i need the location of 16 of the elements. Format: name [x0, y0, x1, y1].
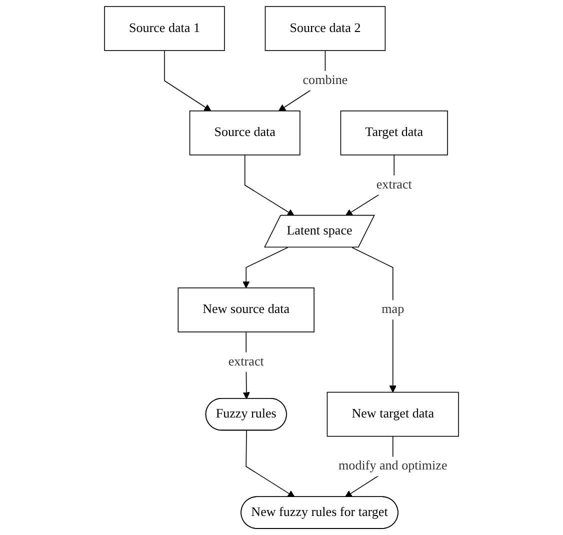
node-box: Source data 2	[264, 6, 386, 51]
arrow	[352, 247, 396, 393]
edge-label: modify and optimize	[338, 459, 448, 474]
node-box: Source data	[189, 110, 300, 156]
arrow	[244, 154, 294, 216]
node-box: New target data	[326, 392, 459, 437]
node-box: Source data 1	[104, 6, 225, 51]
edge-label: map	[382, 302, 404, 316]
edge-label: extract	[228, 354, 264, 369]
edge-label: extract	[376, 178, 412, 192]
arrow	[242, 247, 288, 288]
edge-label: combine	[302, 73, 348, 88]
arrow	[246, 430, 295, 498]
node-box: New source data	[178, 287, 314, 332]
node-box: Target data	[340, 110, 448, 156]
arrow	[164, 50, 212, 112]
